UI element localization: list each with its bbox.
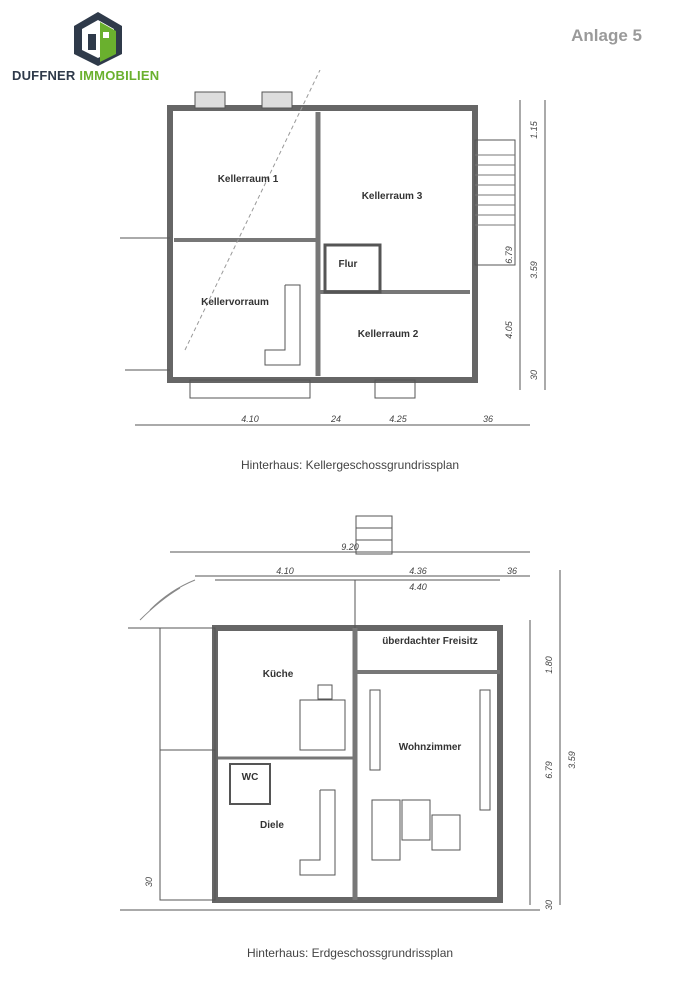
room-diele: Diele bbox=[260, 820, 284, 831]
room-kellervorraum: Kellervorraum bbox=[201, 297, 269, 308]
dim-right-b: 3.59 bbox=[567, 751, 577, 769]
ground-floor-plan: Küche überdachter Freisitz Wohnzimmer WC… bbox=[0, 510, 700, 930]
house-logo-icon bbox=[74, 12, 122, 66]
room-kellerraum-2: Kellerraum 2 bbox=[358, 329, 419, 340]
room-wohnzimmer: Wohnzimmer bbox=[399, 742, 462, 753]
room-kellerraum-1: Kellerraum 1 bbox=[218, 174, 279, 185]
annex-label: Anlage 5 bbox=[571, 26, 642, 45]
basement-floor-plan: Kellerraum 1 Kellerraum 3 Flur Kellervor… bbox=[0, 70, 700, 450]
dim-right-a: 6.79 bbox=[544, 761, 554, 779]
dim-right-c: 4.05 bbox=[504, 320, 514, 339]
ground-floor-caption: Hinterhaus: Erdgeschossgrundrissplan bbox=[246, 946, 454, 960]
room-kueche: Küche bbox=[263, 669, 294, 680]
dim-top-total: 9.20 bbox=[341, 542, 359, 552]
dim-right-b: 3.59 bbox=[529, 261, 539, 279]
logo-text: DUFFNER IMMOBILIEN bbox=[12, 68, 159, 83]
dim-top-far: 36 bbox=[507, 566, 517, 576]
dim-right-top: 1.15 bbox=[529, 120, 539, 139]
dim-top-left: 4.10 bbox=[276, 566, 294, 576]
dim-bottom-far: 36 bbox=[483, 414, 493, 424]
basement-caption: Hinterhaus: Kellergeschossgrundrissplan bbox=[240, 458, 460, 472]
dim-right-c: 1.80 bbox=[544, 656, 554, 674]
logo-brand: DUFFNER bbox=[12, 68, 76, 83]
company-logo: DUFFNER IMMOBILIEN bbox=[8, 10, 188, 90]
room-wc: WC bbox=[242, 772, 259, 783]
dim-bottom-left: 4.10 bbox=[241, 414, 259, 424]
dim-top-right: 4.36 bbox=[409, 566, 427, 576]
room-flur: Flur bbox=[339, 259, 358, 270]
dim-left-small: 30 bbox=[144, 877, 154, 887]
logo-suffix: IMMOBILIEN bbox=[79, 68, 160, 83]
dim-top-right2: 4.40 bbox=[409, 582, 427, 592]
dim-right-small: 30 bbox=[529, 370, 539, 380]
dim-right-a: 6.79 bbox=[504, 246, 514, 264]
dim-right-small: 30 bbox=[544, 900, 554, 910]
room-kellerraum-3: Kellerraum 3 bbox=[362, 191, 423, 202]
dim-bottom-mid: 24 bbox=[330, 414, 341, 424]
room-freisitz: überdachter Freisitz bbox=[382, 636, 478, 647]
dim-bottom-right: 4.25 bbox=[389, 414, 408, 424]
